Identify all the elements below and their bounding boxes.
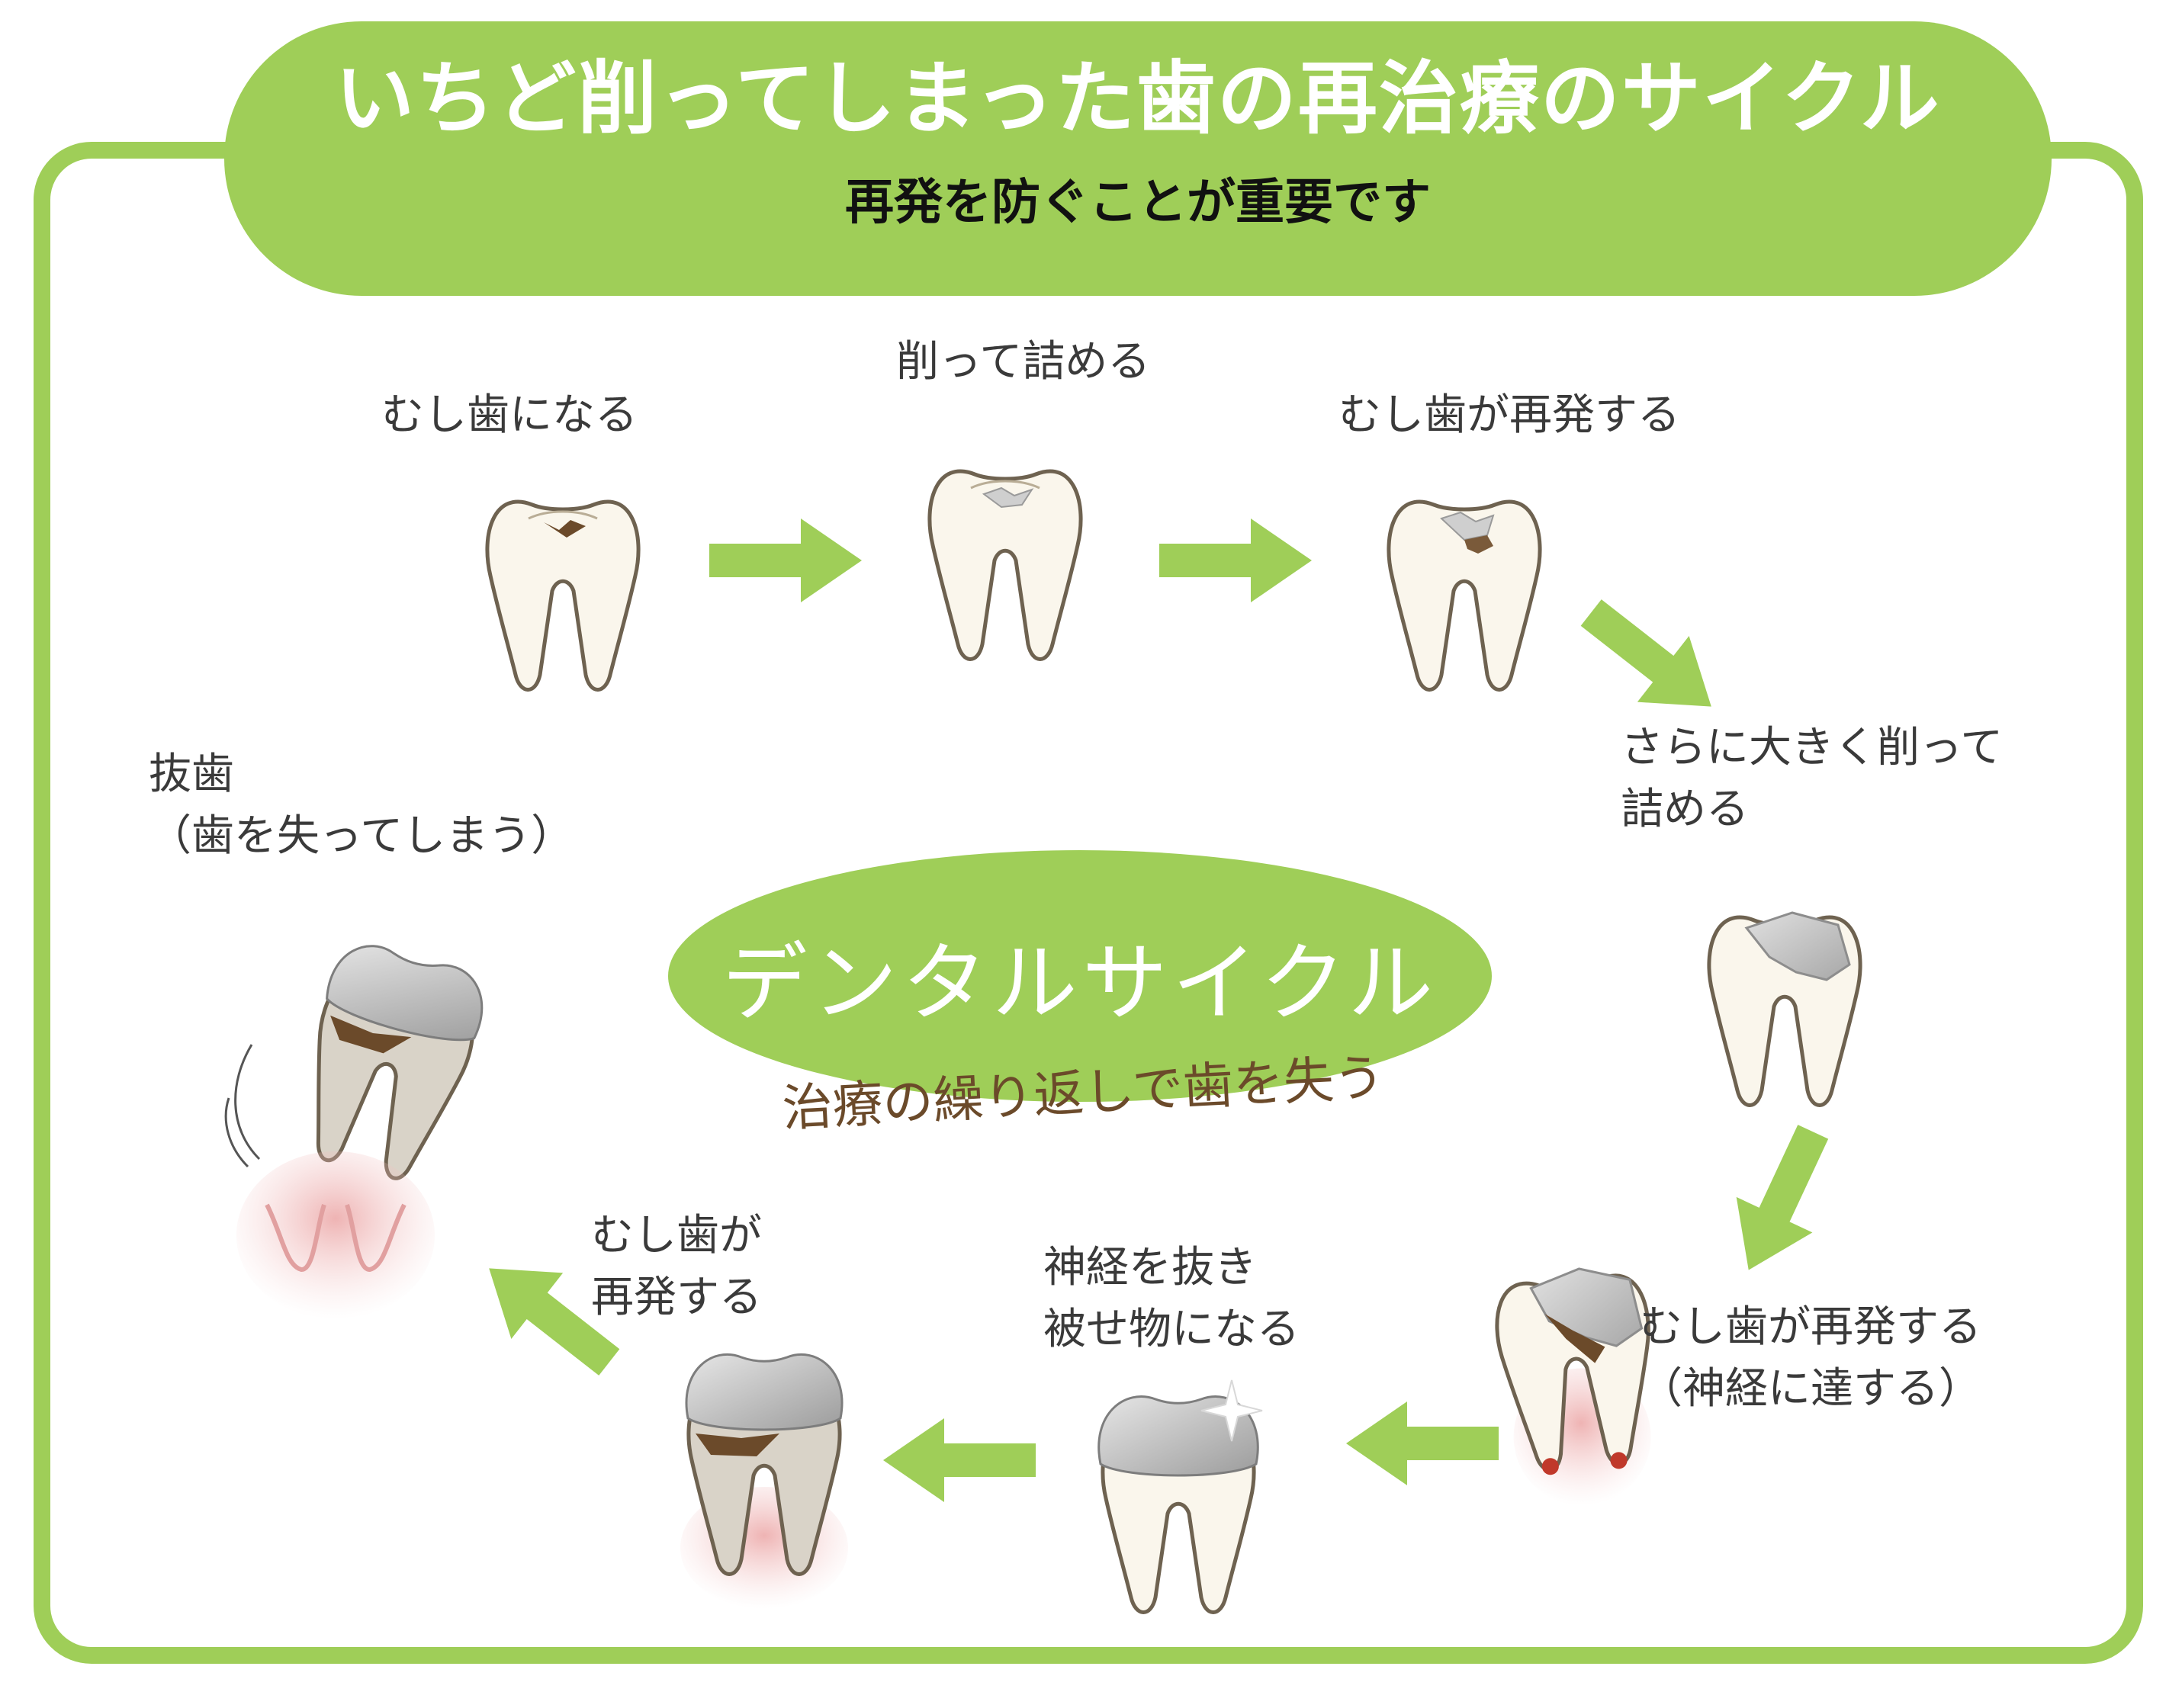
step-7-line2: 再発する xyxy=(591,1273,762,1323)
page-subtitle: 再発を防ぐことが重要です xyxy=(845,175,1431,231)
step-6-line2: 被せ物になる xyxy=(1043,1305,1300,1355)
step-7-label: むし歯が 再発する xyxy=(591,1205,762,1328)
step-4-line2: 詰める xyxy=(1621,785,1749,835)
step-4-line1: さらに大きく削って xyxy=(1621,723,2004,772)
tooth-crowned xyxy=(1097,1379,1263,1613)
step-5-label: むし歯が再発する （神経に達する） xyxy=(1640,1296,1981,1420)
tooth-cavity xyxy=(487,502,638,690)
title-banner xyxy=(224,21,2052,296)
step-6-label: 神経を抜き 被せ物になる xyxy=(1043,1237,1300,1360)
cycle-label: デンタルサイクル xyxy=(721,934,1438,1033)
step-8-line2: （歯を失ってしまう） xyxy=(149,811,574,862)
tooth-filled xyxy=(930,471,1081,660)
motion-lines xyxy=(224,1044,261,1168)
step-1-label: むし歯になる xyxy=(381,390,638,440)
step-2-label: 削って詰める xyxy=(896,337,1151,387)
tooth-crown-decay xyxy=(680,1353,848,1609)
step-6-line1: 神経を抜き xyxy=(1043,1243,1257,1292)
tooth-larger-filling xyxy=(1709,911,1860,1106)
cycle-center-oval xyxy=(668,850,1492,1102)
arrow-5 xyxy=(1346,1401,1499,1485)
step-7-line1: むし歯が xyxy=(591,1211,762,1260)
step-3-label: むし歯が再発する xyxy=(1338,390,1680,440)
tooth-nerve-decay xyxy=(1493,1267,1663,1506)
step-5-line1: むし歯が再発する xyxy=(1640,1302,1981,1352)
step-5-line2: （神経に達する） xyxy=(1640,1364,1981,1414)
tooth-extracted xyxy=(285,945,493,1190)
arrow-4 xyxy=(1736,1125,1829,1270)
tooth-recurring-decay xyxy=(1389,502,1540,690)
arrow-3 xyxy=(1580,599,1711,707)
arrow-2 xyxy=(1159,518,1312,602)
sparkle-icon xyxy=(1200,1379,1263,1442)
empty-socket xyxy=(236,1151,435,1319)
step-8-line1: 抜歯 xyxy=(149,750,234,799)
arrow-7 xyxy=(489,1268,620,1376)
step-4-label: さらに大きく削って 詰める xyxy=(1621,717,2003,840)
step-8-label: 抜歯 （歯を失ってしまう） xyxy=(149,743,574,867)
arrow-6 xyxy=(883,1418,1036,1502)
arrow-1 xyxy=(709,518,862,602)
page-title: いちど削ってしまった歯の再治療のサイクル xyxy=(335,52,1941,145)
